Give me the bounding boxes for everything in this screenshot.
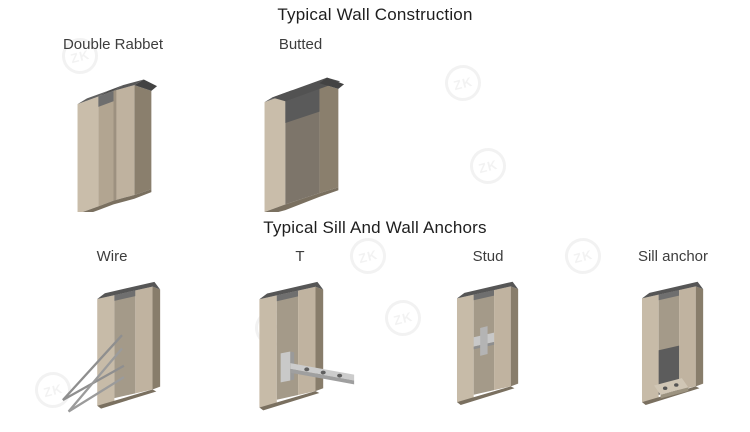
frame-profile [259,281,324,411]
sill-anchor-clip [653,345,688,399]
stud-anchor-illustration [456,281,518,405]
figure-double-rabbet: Double Rabbet [53,36,173,212]
double-rabbet-illustration [77,79,157,212]
figure-label-stud: Stud [472,248,504,265]
figure-label-double-rabbet: Double Rabbet [62,36,164,53]
figure-sill-anchor: Sill anchor [623,248,723,417]
watermark: ZK [561,234,605,278]
butted-illustration [264,77,345,212]
watermark: ZK [441,61,485,105]
watermark: ZK [466,144,510,188]
watermark-logo-icon: ZK [466,144,510,188]
wire-anchor [62,334,125,413]
figure-label-t: T [295,248,305,265]
figure-butted: Butted [243,36,358,212]
figure-t-anchor: T [238,248,362,423]
frame-profile [456,281,518,405]
figure-stud-anchor: Stud [438,248,538,417]
t-anchor [280,351,355,385]
wire-anchor-illustration [62,281,161,413]
watermark-logo-icon: ZK [561,234,605,278]
watermark: ZK [381,296,425,340]
stud-anchor [473,326,494,356]
frame-profile [97,281,161,409]
t-anchor-illustration [259,281,355,411]
frame-profile-double-rabbet [77,79,157,212]
figure-label-sill-anchor: Sill anchor [637,248,709,265]
figure-wire-anchor: Wire [53,248,171,421]
section-title-wall-construction: Typical Wall Construction [277,5,473,24]
frame-profile-butted [264,77,345,212]
watermark-logo-icon: ZK [441,61,485,105]
section-title-sill-wall-anchors: Typical Sill And Wall Anchors [263,218,487,237]
watermark-logo-icon: ZK [381,296,425,340]
figure-label-butted: Butted [278,36,323,53]
figure-label-wire: Wire [96,248,128,265]
sill-anchor-illustration [641,281,703,405]
